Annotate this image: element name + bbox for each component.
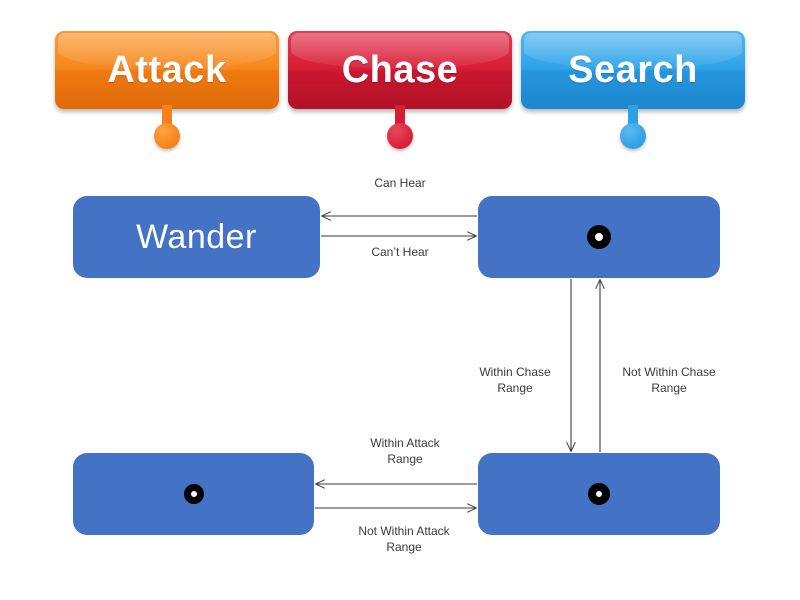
search-button-label: Search	[568, 48, 698, 91]
state-box-attack[interactable]	[73, 453, 314, 535]
chase-pin-ball	[387, 123, 413, 149]
ring-icon	[587, 225, 611, 249]
ring-icon	[588, 483, 610, 505]
attack-pin-stem	[162, 105, 172, 131]
edge-label-not-within-chase-range: Not Within Chase Range	[622, 365, 716, 395]
edge-label-within-attack-range: Within Attack Range	[370, 436, 440, 466]
edge-label-within-chase-range: Within Chase Range	[479, 365, 551, 395]
state-box-chase[interactable]	[478, 453, 720, 535]
state-box-search[interactable]	[478, 196, 720, 278]
edge-label-can-hear: Can Hear	[374, 176, 426, 190]
attack-pin-ball	[154, 123, 180, 149]
chase-pin-stem	[395, 105, 405, 131]
chase-button-label: Chase	[341, 48, 459, 91]
edge-label-cant-hear: Can’t Hear	[371, 245, 429, 259]
ring-icon	[183, 484, 204, 504]
chase-button[interactable]: Chase	[288, 31, 512, 109]
pin-search[interactable]: Search	[521, 31, 745, 151]
attack-button[interactable]: Attack	[55, 31, 279, 109]
attack-button-label: Attack	[107, 48, 227, 91]
edge-label-not-within-attack-range: Not Within Attack Range	[358, 524, 450, 554]
search-pin-stem	[628, 105, 638, 131]
search-button[interactable]: Search	[521, 31, 745, 109]
state-box-wander[interactable]: Wander	[73, 196, 320, 278]
state-label-wander: Wander	[136, 217, 257, 256]
pin-chase[interactable]: Chase	[288, 31, 512, 151]
search-pin-ball	[620, 123, 646, 149]
pin-attack[interactable]: Attack	[55, 31, 279, 151]
